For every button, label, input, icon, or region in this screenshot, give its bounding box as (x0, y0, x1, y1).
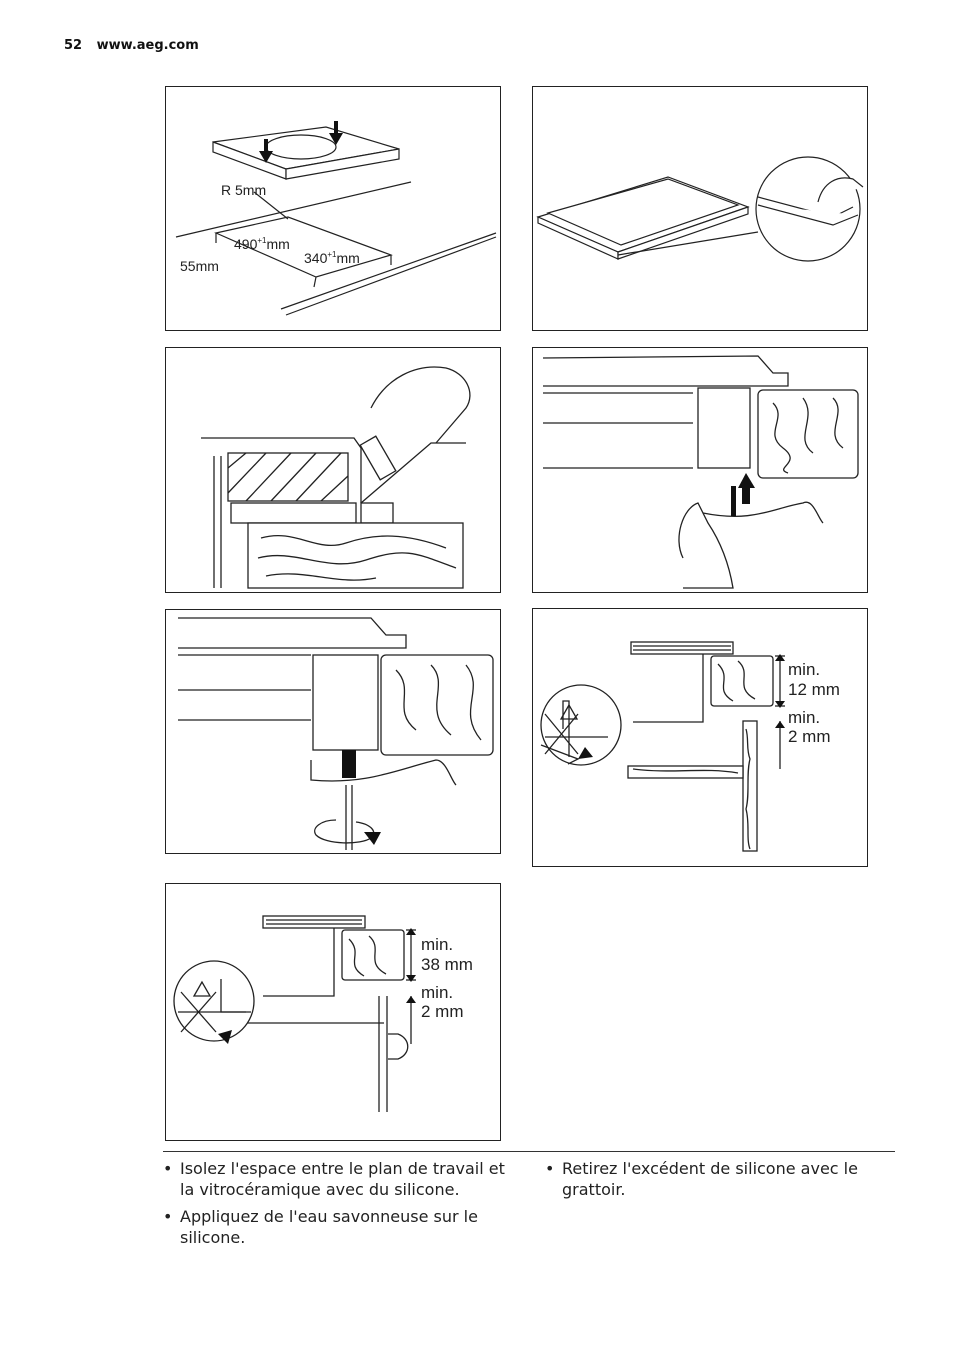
screw-drawing (178, 617, 494, 850)
page-number: 52 (64, 38, 83, 53)
bracket-drawing (542, 355, 859, 589)
radius-label: R 5mm (221, 182, 266, 198)
clearance-38mm-drawing: min. 38 mm min. 2 mm (173, 915, 473, 1112)
site-url: www.aeg.com (96, 38, 199, 53)
instruction-item: Retirez l'excédent de silicone avec le g… (545, 1158, 890, 1200)
min-label-top: min. (788, 660, 820, 679)
clearance-value-bottom: 2 mm (421, 1002, 464, 1021)
clearance-12mm-drawing: min. 12 mm min. 2 mm (540, 641, 840, 852)
figure-clearance-12mm: min. 12 mm min. 2 mm (532, 608, 868, 867)
figure-tighten-screw (165, 609, 501, 854)
section-divider (163, 1151, 895, 1152)
width-dimension: 490+1mm (234, 236, 290, 252)
length-dimension: 340+1mm (304, 250, 360, 266)
figure-trim-seal (165, 347, 501, 593)
clearance-value-top: 38 mm (421, 955, 473, 974)
trim-drawing (201, 366, 471, 589)
min-label-top: min. (421, 935, 453, 954)
instruction-item: Isolez l'espace entre le plan de travail… (163, 1158, 508, 1200)
figure-bracket-install (532, 347, 868, 593)
cutout-drawing: R 5mm 490+1mm 340+1mm 55mm (175, 121, 497, 316)
instructions-right: Retirez l'excédent de silicone avec le g… (545, 1158, 890, 1206)
min-label-bottom: min. (788, 708, 820, 727)
figure-seal-strip (532, 86, 868, 331)
edge-distance-label: 55mm (180, 258, 219, 274)
clearance-value-top: 12 mm (788, 680, 840, 699)
page-header: 52 www.aeg.com (64, 38, 199, 53)
figure-cutout-dimensions: R 5mm 490+1mm 340+1mm 55mm (165, 86, 501, 331)
seal-drawing (536, 156, 864, 262)
instruction-item: Appliquez de l'eau savonneuse sur le sil… (163, 1206, 508, 1248)
min-label-bottom: min. (421, 983, 453, 1002)
figure-clearance-38mm: min. 38 mm min. 2 mm (165, 883, 501, 1141)
clearance-value-bottom: 2 mm (788, 727, 831, 746)
instructions-left: Isolez l'espace entre le plan de travail… (163, 1158, 508, 1254)
